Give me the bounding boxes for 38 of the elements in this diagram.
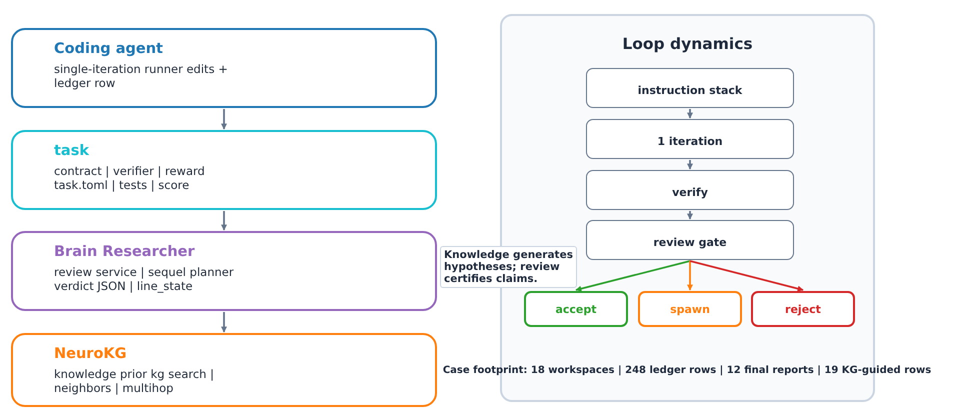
- step-label: 1 iteration: [657, 135, 723, 148]
- step-label: instruction stack: [638, 84, 742, 97]
- stage-box: [11, 333, 437, 407]
- outcome-label: spawn: [670, 302, 710, 316]
- stage-description: contract | verifier | reward task.toml | tests | score: [54, 165, 206, 193]
- outcome-label: reject: [785, 302, 821, 316]
- outcome-label: accept: [555, 302, 597, 316]
- step-label: review gate: [653, 236, 727, 249]
- process-box: [586, 68, 794, 108]
- process-box: [586, 119, 794, 159]
- step-label: verify: [672, 186, 708, 199]
- process-box: [586, 170, 794, 210]
- arrow: [687, 109, 693, 119]
- outcome-box: [638, 291, 742, 327]
- panel-title: Loop dynamics: [621, 35, 754, 53]
- arrow: [687, 261, 693, 291]
- stage-box: [11, 130, 437, 210]
- arrow: [221, 211, 227, 231]
- arrow: [575, 260, 690, 292]
- outcome-box: [524, 291, 628, 327]
- stage-box: [11, 28, 437, 108]
- arrow: [221, 109, 227, 130]
- arrow: [221, 312, 227, 333]
- arrow: [687, 160, 693, 170]
- stage-title: task: [54, 143, 90, 159]
- stage-title: Brain Researcher: [54, 244, 196, 260]
- footprint-summary: Case footprint: 18 workspaces | 248 ledger rows | 12 final reports | 19 KG-guided rows: [442, 365, 932, 376]
- note-callout: Knowledge generates hypotheses; review certifies claims.: [440, 246, 577, 288]
- stage-box: [11, 231, 437, 311]
- arrow: [687, 211, 693, 220]
- stage-title: Coding agent: [54, 41, 164, 57]
- arrow: [690, 260, 804, 292]
- stage-description: knowledge prior kg search | neighbors | multihop: [54, 368, 215, 396]
- stage-description: single-iteration runner edits + ledger row: [54, 63, 229, 91]
- stage-description: review service | sequel planner verdict JSON | line_state: [54, 266, 235, 294]
- outcome-box: [751, 291, 855, 327]
- stage-title: NeuroKG: [54, 346, 128, 362]
- process-box: [586, 220, 794, 260]
